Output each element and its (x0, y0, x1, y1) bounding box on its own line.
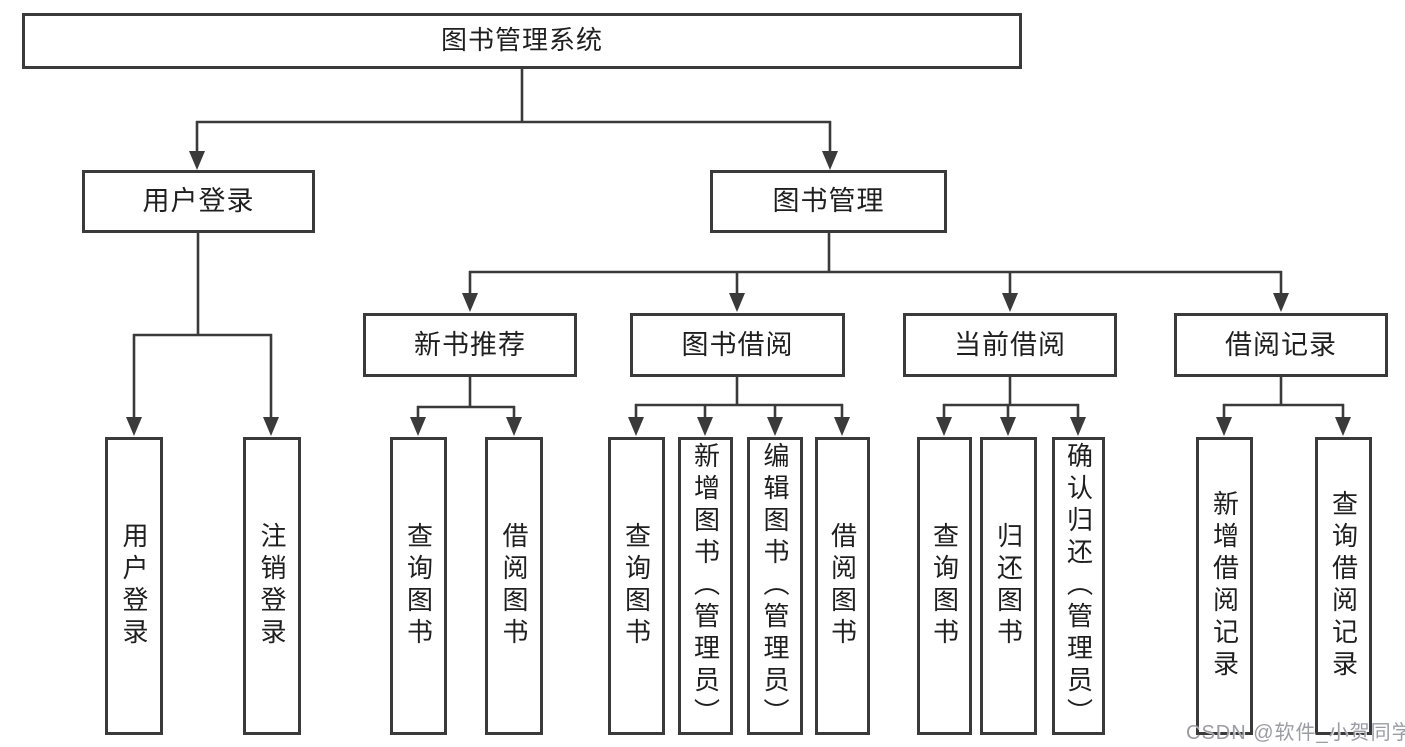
node-book-borrowing-label: 图书借阅 (681, 329, 794, 360)
node-root: 图书管理系统 (22, 13, 1022, 69)
node-current-borrowing: 当前借阅 (903, 313, 1117, 377)
leaf-query-books-recommend: 查询图书 (390, 437, 447, 735)
node-borrowing-records-label: 借阅记录 (1225, 329, 1337, 360)
leaf-borrow-books-recommend: 借阅图书 (485, 437, 543, 735)
leaf-query-borrow-record: 查询借阅记录 (1315, 437, 1372, 735)
leaf-edit-books-admin: 编辑图书（管理员） (747, 437, 803, 735)
node-book-borrowing: 图书借阅 (630, 313, 845, 377)
leaf-logout: 注销登录 (243, 437, 301, 735)
node-borrowing-records: 借阅记录 (1174, 313, 1388, 377)
node-book-management-label: 图书管理 (772, 186, 885, 217)
leaf-query-books-borrowing-label: 查询图书 (621, 522, 652, 650)
leaf-borrow-books-recommend-label: 借阅图书 (499, 522, 529, 650)
node-book-management: 图书管理 (710, 170, 947, 233)
leaf-query-books-borrowing: 查询图书 (608, 437, 665, 735)
leaf-edit-books-admin-label: 编辑图书（管理员） (760, 442, 790, 730)
node-new-book-recommend: 新书推荐 (363, 313, 577, 377)
leaf-logout-label: 注销登录 (257, 522, 287, 650)
watermark: CSDN @软件_小贺同学 (1186, 722, 1405, 744)
leaf-borrow-books-borrowing: 借阅图书 (815, 437, 870, 735)
node-new-book-recommend-label: 新书推荐 (414, 329, 526, 360)
node-user-login: 用户登录 (82, 170, 315, 233)
leaf-query-borrow-record-label: 查询借阅记录 (1328, 490, 1359, 682)
leaf-borrow-books-borrowing-label: 借阅图书 (827, 522, 858, 650)
leaf-add-books-admin: 新增图书（管理员） (678, 437, 733, 735)
node-user-login-label: 用户登录 (142, 186, 255, 217)
leaf-query-books-current: 查询图书 (917, 437, 972, 735)
leaf-user-login-label: 用户登录 (119, 522, 149, 650)
leaf-add-borrow-record-label: 新增借阅记录 (1209, 490, 1240, 682)
leaf-return-books: 归还图书 (980, 437, 1037, 735)
leaf-query-books-current-label: 查询图书 (929, 522, 960, 650)
node-current-borrowing-label: 当前借阅 (954, 329, 1066, 360)
leaf-return-books-label: 归还图书 (993, 522, 1024, 650)
leaf-confirm-return-admin: 确认归还（管理员） (1052, 437, 1105, 735)
leaf-confirm-return-admin-label: 确认归还（管理员） (1063, 442, 1094, 730)
leaf-query-books-recommend-label: 查询图书 (403, 522, 434, 650)
leaf-user-login: 用户登录 (105, 437, 163, 735)
node-root-label: 图书管理系统 (440, 25, 603, 56)
leaf-add-borrow-record: 新增借阅记录 (1196, 437, 1253, 735)
leaf-add-books-admin-label: 新增图书（管理员） (690, 442, 721, 730)
